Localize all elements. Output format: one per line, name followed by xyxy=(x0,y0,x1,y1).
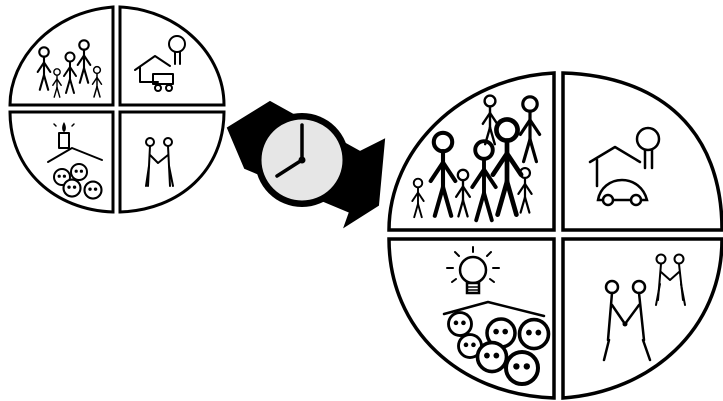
house-and-car-icon xyxy=(588,126,661,207)
handshake-icon xyxy=(602,253,686,362)
after-quadrant-handshake xyxy=(561,237,723,400)
candle-and-coins-icon xyxy=(47,122,103,200)
after-quadrant-people xyxy=(387,71,556,232)
lightbulb-and-coins-icon xyxy=(442,246,551,384)
handshake-icon xyxy=(145,137,174,187)
before-quadrant-house xyxy=(118,5,226,107)
house-and-car-icon xyxy=(134,35,186,92)
before-quadrant-people xyxy=(8,5,115,107)
time-arrow xyxy=(226,100,386,229)
before-quadrant-candle xyxy=(8,110,115,214)
clock-icon xyxy=(255,113,349,207)
before-circle xyxy=(8,5,226,214)
after-quadrant-lightbulb xyxy=(387,237,556,400)
before-quadrant-handshake xyxy=(118,110,226,214)
after-circle xyxy=(387,71,723,400)
after-quadrant-house xyxy=(561,71,723,232)
